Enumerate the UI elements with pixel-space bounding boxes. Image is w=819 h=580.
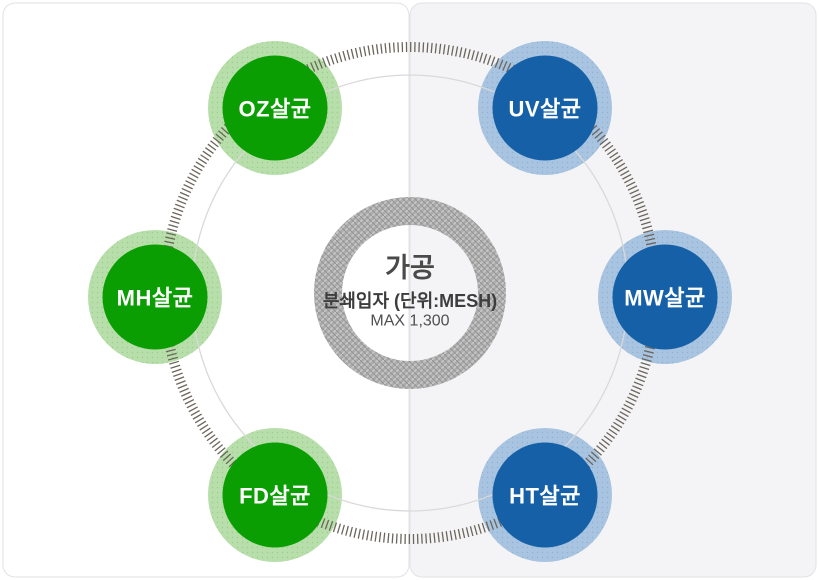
node-fd-label: FD살균 xyxy=(239,484,311,509)
node-fd: FD살균 xyxy=(222,442,328,548)
node-uv: UV살균 xyxy=(492,55,598,161)
node-mh-label: MH살균 xyxy=(117,286,194,311)
node-ht-label: HT살균 xyxy=(509,484,581,509)
node-oz-label: OZ살균 xyxy=(238,97,311,122)
node-oz-circle xyxy=(222,55,328,161)
node-ht-circle xyxy=(492,442,598,548)
node-uv-circle xyxy=(492,55,598,161)
center-title: 가공 xyxy=(385,253,435,283)
center-text-group: 가공 분쇄입자 (단위:MESH) MAX 1,300 xyxy=(323,253,497,330)
center-donut-ring xyxy=(314,197,506,389)
node-fd-circle xyxy=(222,442,328,548)
node-ht: HT살균 xyxy=(492,442,598,548)
node-mh: MH살균 xyxy=(102,244,208,350)
node-mw-label: MW살균 xyxy=(624,286,706,311)
node-mw: MW살균 xyxy=(612,244,718,350)
node-oz: OZ살균 xyxy=(222,55,328,161)
node-mh-circle xyxy=(102,244,208,350)
node-uv-label: UV살균 xyxy=(508,97,581,122)
center-subtitle: 분쇄입자 (단위:MESH) xyxy=(323,290,497,311)
center-max-label: MAX 1,300 xyxy=(370,313,449,330)
node-mw-circle xyxy=(612,244,718,350)
